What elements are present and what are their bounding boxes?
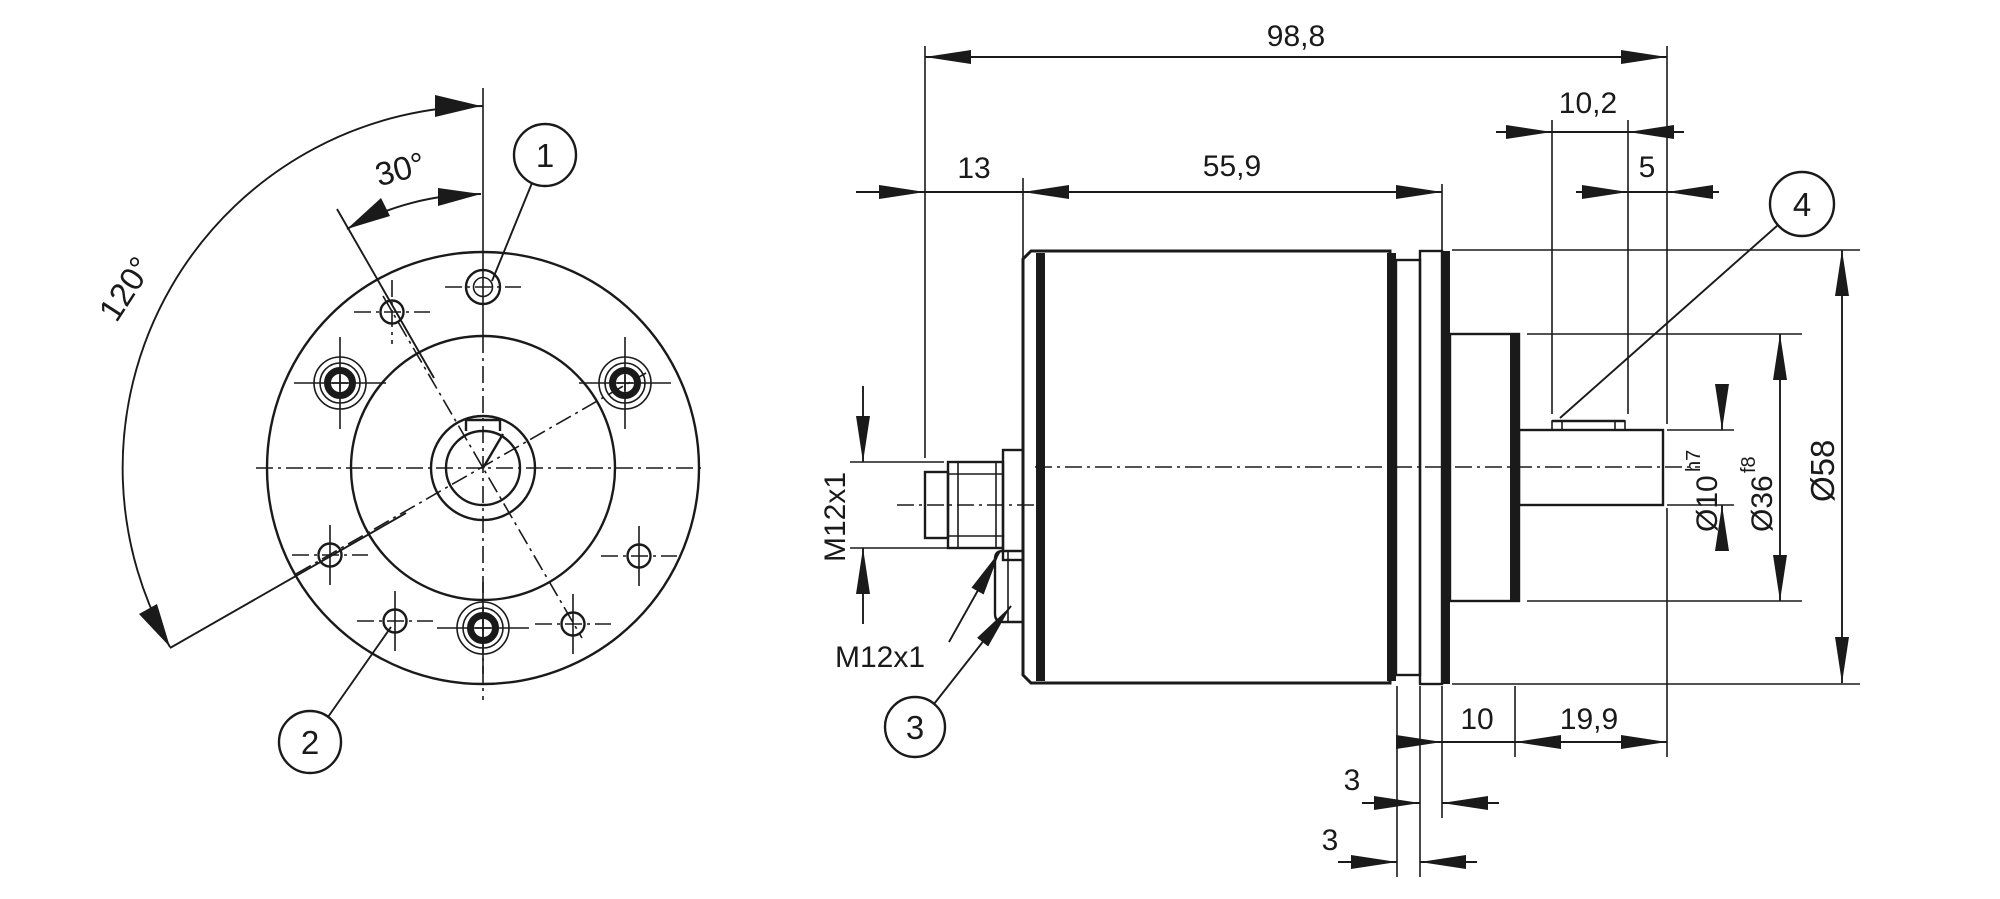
radial-connector	[993, 549, 1023, 624]
dim-flange-thickness: 10	[1396, 703, 1515, 749]
dim-flat-length-label: 10,2	[1559, 87, 1617, 120]
connector-tip	[923, 470, 950, 540]
angle-dim-30-label: 30°	[371, 145, 429, 194]
callout-1-label: 1	[536, 137, 554, 174]
threaded-hole-top	[445, 268, 521, 306]
dim-connector-offset: 13	[856, 152, 1023, 199]
callout-3-label: 3	[906, 709, 924, 746]
small-hole-330deg	[601, 526, 677, 586]
shaft-flat	[1551, 419, 1626, 431]
dim-flat-to-shaft-end-label: 5	[1639, 151, 1656, 184]
shaft-diameter-tolerance: h7	[1683, 450, 1705, 472]
shaft-circle	[444, 429, 522, 507]
front-view: 30° 120° 1 2	[91, 88, 706, 775]
callout-2: 2	[277, 626, 392, 775]
callout-4-label: 4	[1793, 186, 1811, 223]
flange-diameter-label: Ø58	[1804, 440, 1841, 502]
shaft-key-line	[481, 433, 505, 469]
dim-spacer-front-label: 3	[1344, 764, 1361, 797]
body-rear-clamp-band	[1387, 253, 1396, 681]
thread-radial-label: M12x1	[835, 641, 925, 674]
dim-overall-length-label: 98,8	[1267, 20, 1325, 53]
hub-diameter-label: Ø36	[1746, 475, 1779, 532]
thread-axial-label: M12x1	[819, 472, 852, 562]
dim-flange-diameter: Ø58	[1452, 249, 1860, 685]
hub-diameter-tolerance: f8	[1738, 456, 1760, 473]
mounting-screw-left	[294, 337, 386, 429]
flange-outer-circle	[265, 250, 701, 686]
dim-body-length: 55,9	[1023, 150, 1442, 199]
dim-thread-axial: M12x1	[819, 386, 952, 624]
dim-overall-length: 98,8	[925, 20, 1667, 64]
dim-hub-diameter: Ø36 f8	[1527, 333, 1802, 602]
radial-line-30deg	[336, 208, 435, 379]
dim-spacer-front: 3	[1344, 764, 1499, 810]
dim-body-length-label: 55,9	[1203, 150, 1261, 183]
small-hole-210deg	[292, 525, 368, 585]
axial-connector	[923, 448, 1025, 562]
body-front-clamp-band	[1036, 253, 1045, 681]
thread-radial-callout: M12x1 3	[835, 550, 1012, 759]
side-view: 98,8 13 55,9 10,2 5	[819, 20, 1860, 877]
mounting-screw-bottom	[437, 582, 529, 674]
dim-shaft-length-label: 19,9	[1560, 703, 1618, 736]
dim-spacer-rear: 3	[1322, 824, 1477, 869]
shaft-diameter-label: Ø10	[1691, 475, 1724, 532]
angle-dim-120-label: 120°	[91, 250, 159, 327]
flange-mounting-face	[1442, 251, 1450, 684]
front-diagonal-centerline-b	[295, 372, 647, 575]
hub-collar-circle	[429, 414, 537, 522]
dim-flat-length: 10,2	[1496, 87, 1684, 139]
dim-flat-to-shaft-end: 5	[1576, 151, 1719, 199]
small-hole-240deg	[357, 591, 433, 651]
callout-1: 1	[491, 122, 578, 282]
angle-dim-30: 30°	[346, 145, 482, 230]
dim-shaft-diameter: Ø10 h7	[1667, 384, 1734, 551]
callout-2-label: 2	[301, 724, 319, 761]
shaft	[1517, 428, 1665, 507]
dim-spacer-rear-label: 3	[1322, 824, 1339, 857]
dim-flange-thickness-label: 10	[1460, 703, 1493, 736]
small-hole-120deg	[354, 280, 430, 344]
small-hole-300deg	[535, 594, 611, 654]
callout-4: 4	[1559, 170, 1836, 419]
dim-shaft-length: 19,9	[1515, 703, 1667, 749]
shaft-key-notch	[464, 418, 502, 431]
radial-line-210deg	[169, 512, 407, 649]
dim-connector-offset-label: 13	[957, 152, 990, 185]
mounting-screw-right	[579, 337, 671, 429]
